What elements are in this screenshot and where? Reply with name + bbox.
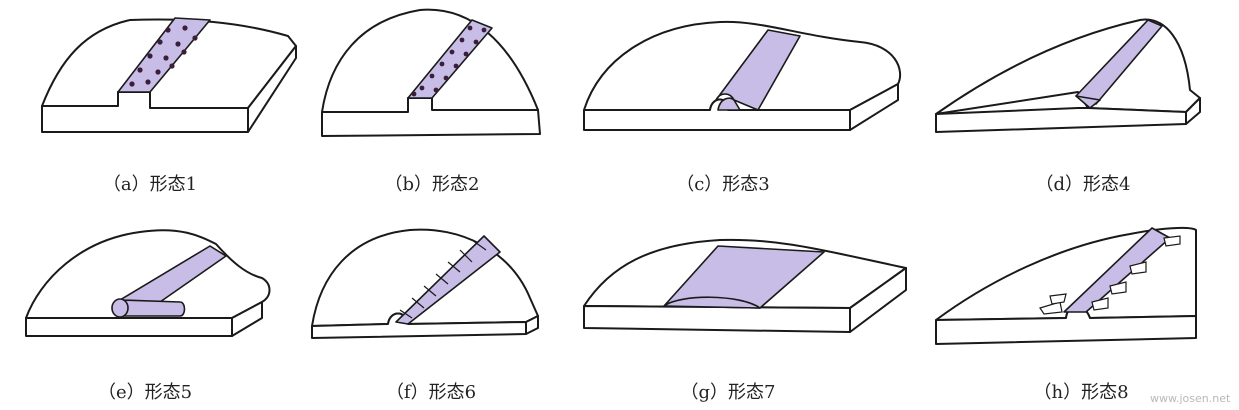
groove-band — [717, 97, 741, 111]
slab-front — [583, 305, 851, 333]
band-dots — [129, 25, 198, 87]
slab-side — [247, 45, 297, 133]
shaded-band — [715, 29, 801, 111]
striped-band — [395, 235, 501, 325]
band-stripes — [399, 239, 487, 319]
dotted-band — [407, 19, 493, 99]
slab-front — [41, 91, 249, 133]
cylinder-body — [119, 299, 186, 317]
caption-form-3: （c）形态3 — [676, 174, 770, 195]
caption-form-4: （d）形态4 — [1035, 174, 1131, 195]
form-8-diagram — [935, 226, 1197, 345]
form-2-diagram — [321, 8, 541, 137]
watermark: www.josen.net — [1150, 392, 1231, 405]
dome-side — [525, 315, 539, 335]
slab-side — [1185, 97, 1201, 125]
slab-side — [231, 301, 263, 337]
caption-form-7: （g）形态7 — [680, 382, 776, 403]
form-4-diagram — [935, 18, 1201, 133]
dome-front — [321, 97, 541, 137]
spatter-tabs — [1039, 235, 1181, 315]
band-dots — [411, 25, 487, 97]
slab-front — [935, 107, 1187, 133]
slab-side — [849, 267, 907, 333]
slab-front — [25, 317, 233, 337]
form-5-diagram — [25, 229, 271, 337]
caption-form-1: （a）形态1 — [102, 174, 198, 195]
form-1-diagram — [41, 17, 297, 133]
cylinder-end — [111, 298, 129, 318]
caption-form-8: （h）形态8 — [1033, 382, 1129, 403]
caption-form-2: （b）形态2 — [384, 174, 480, 195]
caption-form-5: （e）形态5 — [97, 382, 193, 403]
form-7-diagram — [583, 238, 907, 333]
dotted-band — [117, 17, 211, 93]
form-6-diagram — [311, 228, 539, 339]
slab-side — [849, 83, 899, 131]
caption-form-6: （f）形态6 — [385, 382, 477, 403]
groove-band — [1075, 95, 1101, 109]
slab-top — [935, 18, 1201, 115]
convex-band — [663, 296, 761, 309]
form-3-diagram — [583, 20, 902, 131]
